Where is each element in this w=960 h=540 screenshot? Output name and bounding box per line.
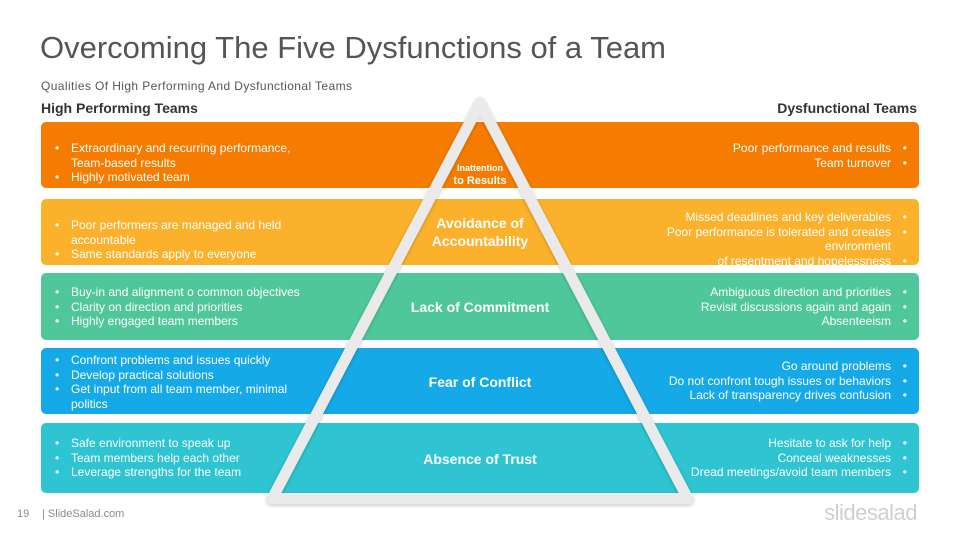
level-label-trust: Absence of Trust [380, 450, 580, 468]
level-label-line: Accountability [431, 233, 529, 249]
slide-subtitle: Qualities Of High Performing And Dysfunc… [41, 79, 353, 93]
list-item: Poor performers are managed and held acc… [55, 218, 325, 247]
list-item: Do not confront tough issues or behavior… [607, 374, 907, 389]
level-label-line: to Results [453, 175, 507, 187]
list-item: of resentment and hopelessness [607, 254, 907, 269]
level-label-line: Inattention [457, 163, 503, 173]
list-item: Go around problems [607, 359, 907, 374]
dysfunctional-list: Hesitate to ask for help Conceal weaknes… [607, 436, 907, 480]
list-item: Safe environment to speak up [55, 436, 325, 451]
dysfunctional-list: Go around problems Do not confront tough… [607, 359, 907, 403]
slidesalad-logo: slidesalad [824, 500, 917, 525]
list-item: Lack of transparency drives confusion [607, 388, 907, 403]
list-item: Team turnover [607, 156, 907, 171]
dysfunctional-list: Poor performance and results Team turnov… [607, 141, 907, 170]
footer-site: | SlideSalad.com [42, 508, 125, 520]
list-item: Missed deadlines and key deliverables [607, 210, 907, 225]
list-item: Team members help each other [55, 451, 325, 466]
list-item: Confront problems and issues quickly [55, 353, 325, 368]
high-performing-list: Safe environment to speak up Team member… [55, 436, 325, 480]
list-item: Dread meetings/avoid team members [607, 465, 907, 480]
level-label-accountability: Avoidance of Accountability [400, 214, 560, 250]
page-number: 19 [17, 508, 30, 520]
list-item: Buy-in and alignment o common objectives [55, 285, 325, 300]
high-performing-list: Confront problems and issues quickly Dev… [55, 353, 325, 411]
dysfunctional-list: Missed deadlines and key deliverables Po… [607, 210, 907, 268]
list-item: Same standards apply to everyone [55, 247, 325, 262]
dysfunctional-list: Ambiguous direction and priorities Revis… [607, 285, 907, 329]
list-item: Conceal weaknesses [607, 451, 907, 466]
level-label-commitment: Lack of Commitment [380, 298, 580, 316]
level-label-line: Absence of Trust [423, 451, 537, 467]
level-label-line: Lack of Commitment [410, 299, 550, 315]
list-item: Clarity on direction and priorities [55, 300, 325, 315]
list-item: Extraordinary and recurring performance,… [55, 141, 325, 170]
list-item: Leverage strengths for the team [55, 465, 325, 480]
list-item: Develop practical solutions [55, 368, 325, 383]
level-label-line: Fear of Conflict [428, 374, 532, 390]
high-performing-heading: High Performing Teams [41, 100, 198, 116]
high-performing-list: Buy-in and alignment o common objectives… [55, 285, 325, 329]
list-item: Get input from all team member, minimal … [55, 382, 325, 411]
list-item: Highly engaged team members [55, 314, 325, 329]
list-item: Absenteeism [607, 314, 907, 329]
list-item: Hesitate to ask for help [607, 436, 907, 451]
high-performing-list: Poor performers are managed and held acc… [55, 218, 325, 262]
list-item: Poor performance is tolerated and create… [607, 225, 907, 254]
list-item: Highly motivated team [55, 170, 325, 185]
list-item: Poor performance and results [607, 141, 907, 156]
dysfunctional-heading: Dysfunctional Teams [777, 100, 917, 116]
level-label-conflict: Fear of Conflict [380, 373, 580, 391]
list-item: Revisit discussions again and again [607, 300, 907, 315]
list-item: Ambiguous direction and priorities [607, 285, 907, 300]
high-performing-list: Extraordinary and recurring performance,… [55, 141, 325, 185]
slide-title: Overcoming The Five Dysfunctions of a Te… [40, 30, 667, 65]
level-label-line: Avoidance of [436, 215, 524, 231]
level-label-inattention: Inattention to Results [430, 162, 530, 188]
